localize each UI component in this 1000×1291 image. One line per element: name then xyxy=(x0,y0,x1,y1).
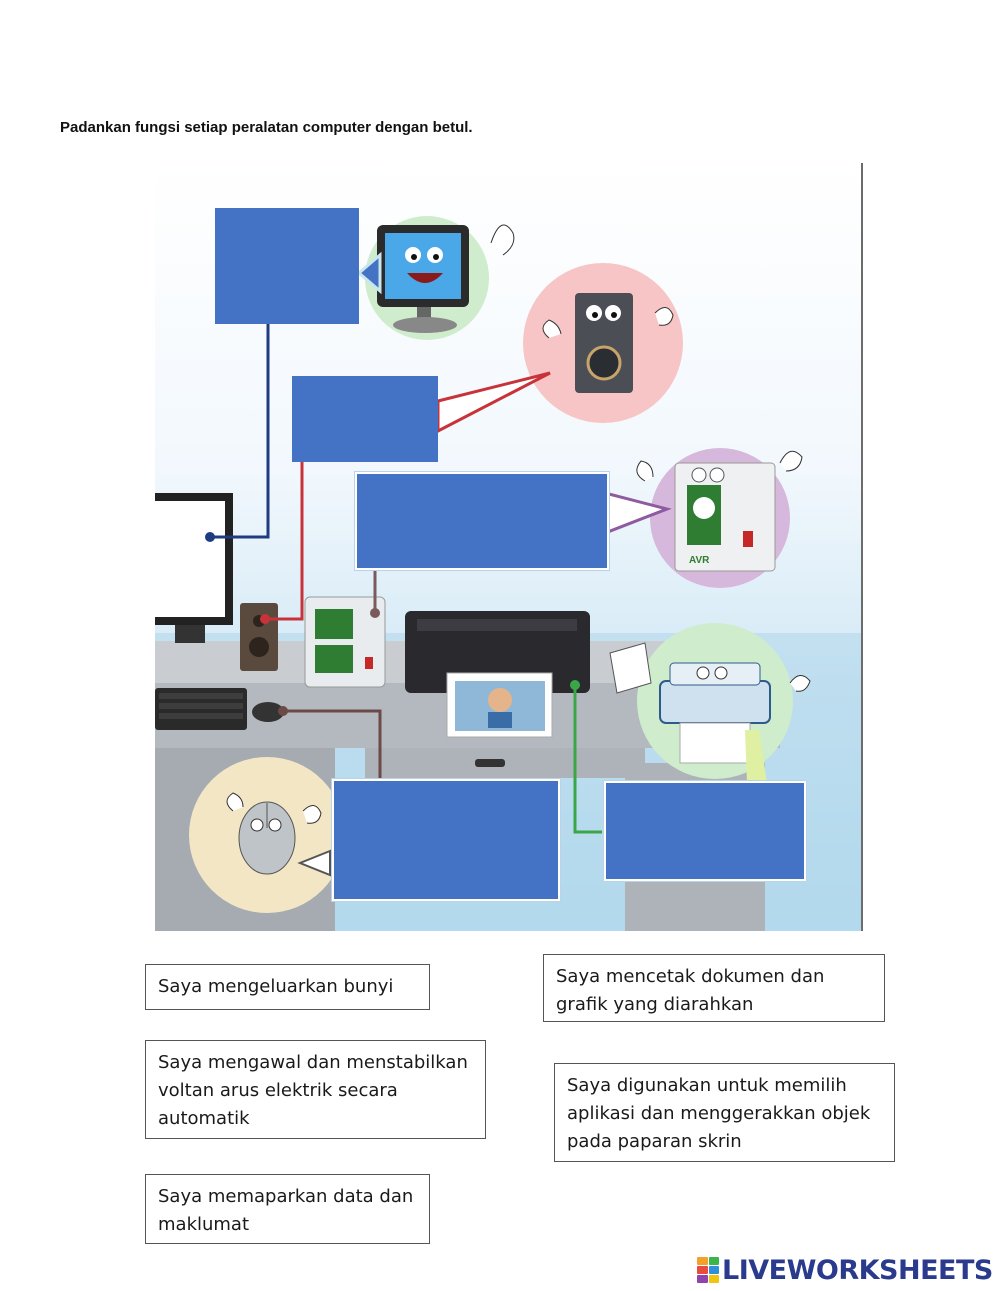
pointer-speaker xyxy=(436,371,551,434)
liveworksheets-logo: LIVEWORKSHEETS xyxy=(697,1253,993,1287)
answer-box-monitor[interactable] xyxy=(215,208,359,324)
option-text: Saya mencetak dokumen dan grafik yang di… xyxy=(556,966,825,1015)
avr-label: AVR xyxy=(689,555,710,566)
option-card-paparan[interactable]: Saya memaparkan data dan maklumat xyxy=(145,1174,430,1244)
answer-box-mouse[interactable] xyxy=(332,779,560,901)
option-card-cetak[interactable]: Saya mencetak dokumen dan grafik yang di… xyxy=(543,954,885,1022)
drawer-handle xyxy=(475,759,505,767)
answer-box-printer[interactable] xyxy=(604,781,806,881)
printer-icon xyxy=(609,623,811,783)
option-card-voltan[interactable]: Saya mengawal dan menstabilkan voltan ar… xyxy=(145,1040,486,1139)
line-speaker xyxy=(265,461,304,621)
avr-icon: AVR xyxy=(636,448,803,588)
line-monitor xyxy=(210,323,270,539)
mouse-icon xyxy=(189,757,345,913)
dot-printer xyxy=(570,680,580,690)
option-text: Saya mengawal dan menstabilkan voltan ar… xyxy=(158,1052,468,1129)
pointer-mouse xyxy=(297,849,331,877)
speaker-icon xyxy=(523,263,683,423)
answer-box-speaker[interactable] xyxy=(292,376,438,462)
line-printer xyxy=(573,685,602,834)
option-card-tetikus[interactable]: Saya digunakan untuk memilih aplikasi da… xyxy=(554,1063,895,1162)
option-text: Saya memaparkan data dan maklumat xyxy=(158,1186,414,1235)
dot-avr xyxy=(370,608,380,618)
monitor-icon xyxy=(365,216,515,340)
desk-speaker xyxy=(240,603,278,671)
connector-lines xyxy=(210,323,602,834)
option-text: Saya digunakan untuk memilih aplikasi da… xyxy=(567,1075,871,1152)
option-card-bunyi[interactable]: Saya mengeluarkan bunyi xyxy=(145,964,430,1010)
logo-mark-icon xyxy=(697,1257,719,1283)
desk-mouse xyxy=(252,702,284,722)
instruction-title: Padankan fungsi setiap peralatan compute… xyxy=(60,119,473,136)
dot-mouse xyxy=(278,706,288,716)
keyboard-icon xyxy=(155,688,247,730)
desk-monitor-screen xyxy=(155,501,225,617)
desk-avr xyxy=(304,596,386,688)
scene-right-border xyxy=(861,163,863,931)
option-text: Saya mengeluarkan bunyi xyxy=(158,976,394,997)
computer-scene: AVR xyxy=(155,163,862,931)
line-mouse xyxy=(283,709,382,780)
answer-box-avr[interactable] xyxy=(355,472,609,570)
dot-monitor xyxy=(205,532,215,542)
logo-text: LIVEWORKSHEETS xyxy=(722,1254,993,1286)
desk-monitor-stand xyxy=(175,625,205,643)
scene-illustration: AVR xyxy=(155,216,862,931)
dot-speaker xyxy=(260,614,270,624)
desk-printer xyxy=(405,611,590,738)
pointer-monitor xyxy=(356,251,382,295)
